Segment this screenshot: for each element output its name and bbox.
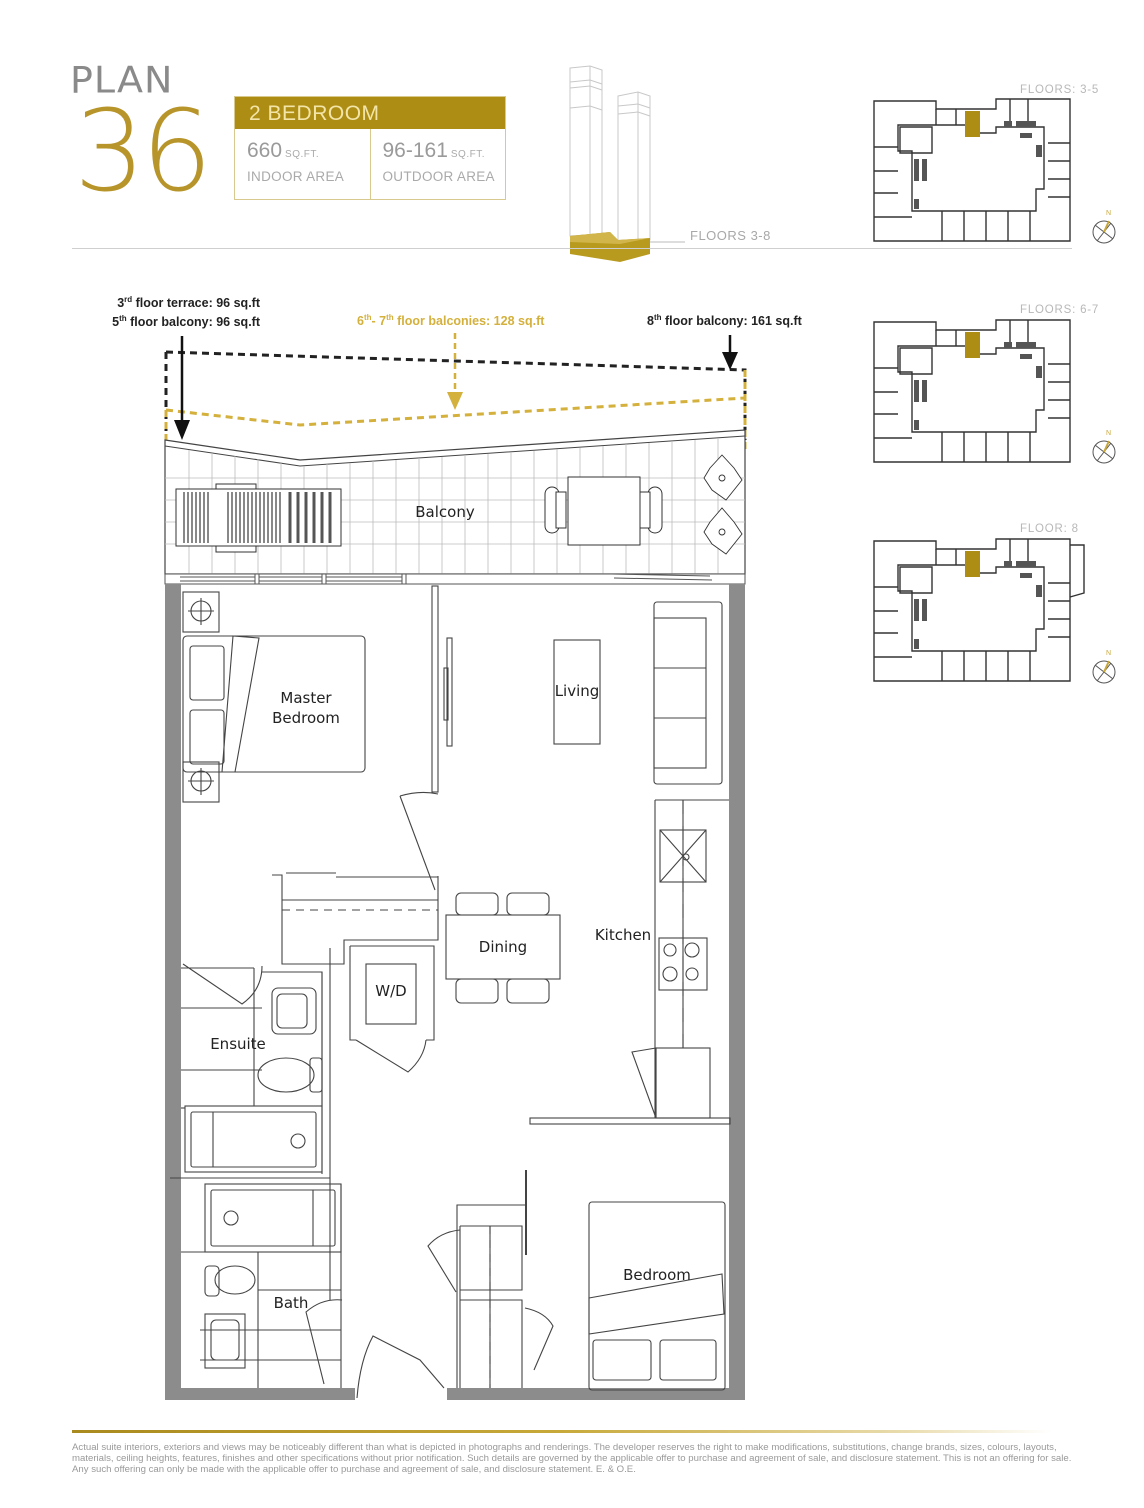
compass-north-label: N	[1106, 650, 1112, 657]
ann-num: 7	[379, 314, 387, 329]
arrow-icon	[722, 335, 738, 370]
key-plan-3-label: FLOOR: 8	[1020, 523, 1079, 535]
footer-gold-rule	[72, 1430, 1052, 1433]
room-label-bedroom: Bedroom	[623, 1266, 691, 1284]
header-divider	[72, 248, 1072, 249]
room-label-living: Living	[554, 682, 600, 700]
compass-north-label: N	[1106, 430, 1112, 437]
annotation-3rd-5th-floor: 3rd floor terrace: 96 sq.ft 5th floor ba…	[108, 292, 260, 330]
room-label-balcony: Balcony	[415, 503, 475, 521]
outdoor-area-value: 96-161	[382, 139, 448, 162]
balcony-tiles	[165, 438, 745, 574]
outdoor-area-label: OUTDOOR AREA	[382, 169, 495, 184]
room-label-ensuite: Ensuite	[210, 1035, 266, 1053]
ann-text: floor terrace: 96 sq.ft	[132, 296, 260, 311]
compass-icon	[1092, 440, 1116, 464]
key-plan-2-label: FLOORS: 6-7	[1020, 304, 1100, 316]
room-label-line: Master	[280, 689, 332, 707]
indoor-area-unit: SQ.FT.	[285, 149, 320, 160]
tower-illustration-icon	[569, 65, 685, 262]
ann-num: 6	[357, 314, 364, 329]
ann-text: floor balconies: 128 sq.ft	[393, 314, 545, 329]
ann-num: 8	[647, 314, 654, 329]
room-label-line: Bedroom	[272, 709, 340, 727]
ann-dash: -	[371, 314, 380, 329]
plan-number: 36	[74, 87, 213, 217]
ann-text: floor balcony: 96 sq.ft	[126, 315, 260, 330]
key-plan-floors-6-7	[873, 319, 1071, 463]
indoor-area-label: INDOOR AREA	[247, 169, 345, 184]
annotation-8th-floor: 8th floor balcony: 161 sq.ft	[647, 310, 802, 329]
key-plan-floor-8	[873, 538, 1085, 682]
room-label-dining: Dining	[478, 938, 528, 956]
plant-icon	[703, 454, 743, 555]
plan-label: PLAN	[70, 59, 174, 101]
unit-type: 2 BEDROOM	[235, 97, 505, 129]
key-plan-1-label: FLOORS: 3-5	[1020, 84, 1100, 96]
ann-text: floor balcony: 161 sq.ft	[661, 314, 802, 329]
outdoor-area-unit: SQ.FT.	[450, 149, 486, 160]
exterior-walls	[165, 584, 745, 1400]
interior-walls	[170, 585, 731, 1399]
ann-num: 5	[112, 315, 120, 330]
compass-icon	[1092, 220, 1116, 244]
room-label-master-bedroom: Master Bedroom	[256, 688, 356, 728]
compass-north-label: N	[1106, 210, 1112, 217]
disclaimer-text: Actual suite interiors, exteriors and vi…	[72, 1442, 1072, 1475]
annotation-6th-7th-floor: 6th- 7th floor balconies: 128 sq.ft	[357, 310, 544, 329]
ann-sup: th	[363, 313, 372, 322]
arrow-icon	[447, 333, 463, 410]
tower-floors-label: FLOORS 3-8	[690, 228, 771, 243]
ann-sup: rd	[124, 295, 133, 304]
key-plan-floors-3-5	[873, 98, 1071, 242]
room-label-wd: W/D	[375, 982, 407, 1000]
lounger-icon	[175, 483, 342, 553]
arrow-icon	[174, 336, 190, 440]
ann-sup: th	[386, 313, 394, 322]
ann-sup: th	[119, 314, 127, 324]
indoor-area-value: 660	[247, 139, 283, 162]
compass-icon	[1092, 660, 1116, 684]
room-label-bath: Bath	[273, 1294, 309, 1312]
ann-sup: th	[653, 313, 662, 322]
ann-num: 3	[117, 296, 125, 311]
room-label-kitchen: Kitchen	[594, 926, 652, 944]
patio-table-icon	[544, 476, 663, 546]
